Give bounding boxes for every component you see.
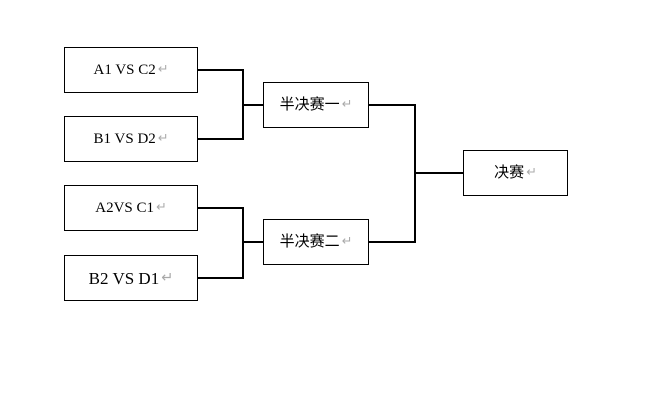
match-label: 半决赛一 <box>279 96 340 113</box>
connector-line <box>368 241 415 243</box>
connector-line <box>368 104 415 106</box>
paragraph-return-icon: ↵ <box>157 61 169 77</box>
match-label: B2 VS D1 <box>88 268 160 288</box>
paragraph-return-icon: ↵ <box>341 233 353 249</box>
paragraph-return-icon: ↵ <box>341 96 353 112</box>
match-label: A2VS C1 <box>95 199 155 216</box>
connector-line <box>197 138 243 140</box>
round1-match-box-4: B2 VS D1↵ <box>64 255 198 301</box>
connector-line <box>197 69 243 71</box>
connector-line <box>242 104 263 106</box>
paragraph-return-icon: ↵ <box>157 130 169 146</box>
connector-line <box>414 172 463 174</box>
paragraph-return-icon: ↵ <box>156 199 167 215</box>
connector-line <box>197 207 243 209</box>
connector-line <box>242 207 244 279</box>
connector-line <box>414 104 416 243</box>
semifinal-box-2: 半决赛二↵ <box>263 219 369 265</box>
match-label: A1 VS C2 <box>93 61 156 78</box>
connector-line <box>242 241 263 243</box>
paragraph-return-icon: ↵ <box>526 164 537 180</box>
round1-match-box-2: B1 VS D2↵ <box>64 116 198 162</box>
round1-match-box-3: A2VS C1↵ <box>64 185 198 231</box>
match-label: B1 VS D2 <box>93 130 156 147</box>
match-label: 决赛 <box>494 164 525 181</box>
round1-match-box-1: A1 VS C2↵ <box>64 47 198 93</box>
match-label: 半决赛二 <box>279 233 340 250</box>
paragraph-return-icon: ↵ <box>161 269 174 286</box>
semifinal-box-1: 半决赛一↵ <box>263 82 369 128</box>
connector-line <box>197 277 243 279</box>
final-box: 决赛↵ <box>463 150 568 196</box>
